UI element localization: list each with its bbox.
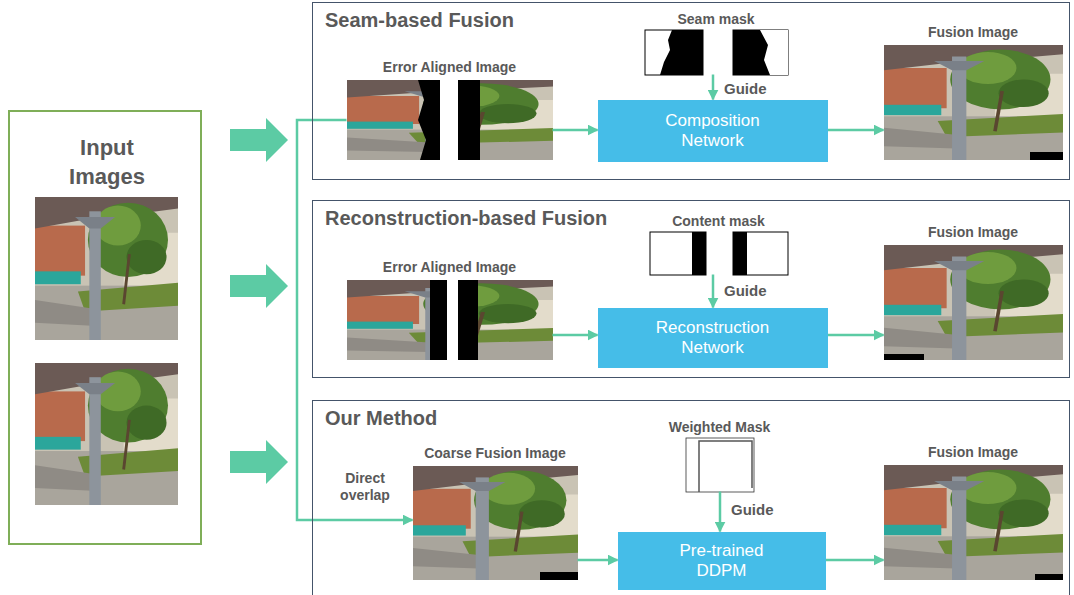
- photo: [884, 245, 1063, 360]
- edge-label: Guide: [731, 501, 774, 519]
- photo: [884, 45, 1063, 160]
- black-region: [418, 80, 440, 160]
- mask: [686, 438, 754, 492]
- image-panel: Fusion Image: [884, 23, 1063, 160]
- image-panel: Error Aligned Image: [347, 58, 553, 160]
- image-panel: Seam mask: [645, 10, 788, 75]
- image-heading: Fusion Image: [928, 23, 1018, 41]
- fusion-images: [884, 45, 1063, 580]
- flow-arrow: [828, 334, 884, 337]
- mask-region: [660, 30, 703, 75]
- image-panel: Fusion Image: [884, 443, 1063, 580]
- network-box: Composition Network: [598, 100, 828, 162]
- network-box: Reconstruction Network: [598, 308, 828, 368]
- input-photo: [35, 363, 178, 505]
- image-heading: Fusion Image: [928, 443, 1018, 461]
- image-panel: Weighted Mask: [686, 418, 754, 492]
- mask: [650, 232, 706, 275]
- mask: [733, 30, 788, 75]
- panel-title: Reconstruction-based Fusion: [325, 207, 607, 230]
- edge-label: Direct overlap: [333, 470, 397, 504]
- network-label: Pre-trained DDPM: [657, 541, 787, 581]
- photo: [413, 466, 578, 580]
- gap: [447, 280, 458, 360]
- black-region: [1030, 152, 1063, 160]
- flow-arrow: [712, 75, 715, 100]
- mask-edge: [699, 441, 752, 492]
- image-heading: Coarse Fusion Image: [424, 444, 566, 462]
- black-region: [884, 354, 924, 360]
- image-panel: Coarse Fusion Image: [413, 444, 578, 580]
- photo: [347, 280, 553, 360]
- gap: [440, 80, 458, 160]
- black-region: [1035, 574, 1063, 580]
- photo: [347, 80, 553, 160]
- image-panel: Error Aligned Image: [347, 258, 553, 360]
- recon-error-image: [347, 280, 553, 360]
- group-title: Input Images: [47, 134, 167, 191]
- edge-label: Guide: [724, 282, 767, 300]
- black-region: [458, 80, 480, 160]
- mask-region: [760, 30, 788, 75]
- network-box: Pre-trained DDPM: [618, 532, 826, 590]
- panel-title: Seam-based Fusion: [325, 9, 514, 32]
- flow-arrow: [553, 334, 598, 337]
- image-heading: Error Aligned Image: [383, 258, 516, 276]
- method-panel: Our MethodCoarse Fusion Image Weighted Ma…: [312, 400, 1070, 595]
- coarse-image: [413, 466, 578, 580]
- content-masks: [650, 232, 788, 275]
- black-region: [458, 280, 478, 360]
- flow-arrow: [553, 129, 598, 132]
- mask-region: [733, 232, 747, 275]
- mask-region: [692, 232, 706, 275]
- input-photo: [35, 197, 178, 340]
- black-region: [540, 572, 578, 580]
- image-heading: Content mask: [672, 212, 765, 230]
- input-group-box: Input Images: [8, 110, 202, 545]
- method-panel: Seam-based FusionError Aligned Image Seam…: [312, 2, 1070, 180]
- flow-arrow: [719, 492, 722, 532]
- flow-arrow: [578, 559, 618, 562]
- method-panel: Reconstruction-based FusionError Aligned…: [312, 200, 1070, 378]
- image-heading: Error Aligned Image: [383, 58, 516, 76]
- image-panel: Fusion Image: [884, 223, 1063, 360]
- image-heading: Fusion Image: [928, 223, 1018, 241]
- block-arrow: [230, 264, 288, 308]
- flow-arrow: [297, 120, 413, 520]
- network-label: Composition Network: [648, 111, 778, 151]
- flow-arrow: [826, 559, 884, 562]
- black-region: [430, 280, 447, 360]
- flow-arrow: [828, 129, 884, 132]
- panel-title: Our Method: [325, 407, 437, 430]
- image-heading: Seam mask: [677, 10, 754, 28]
- flow-arrow: [712, 275, 715, 308]
- edge-label: Guide: [724, 80, 767, 98]
- image-panel: Content mask: [650, 212, 788, 275]
- input-photos: [35, 197, 178, 505]
- weighted-mask: [686, 438, 754, 492]
- mask: [645, 30, 703, 75]
- seam-error-image: [347, 80, 553, 160]
- mask: [733, 232, 788, 275]
- block-arrow: [230, 118, 288, 162]
- image-heading: Weighted Mask: [669, 418, 771, 436]
- photo: [884, 465, 1063, 580]
- network-label: Reconstruction Network: [648, 318, 778, 358]
- seam-masks: [645, 30, 788, 75]
- block-arrow: [230, 440, 288, 484]
